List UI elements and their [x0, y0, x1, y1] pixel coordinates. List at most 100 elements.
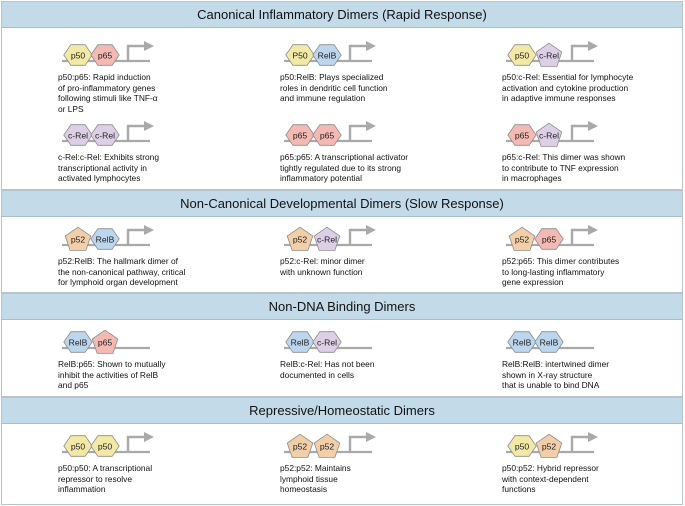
transcription-arrow-icon [126, 228, 146, 245]
subunit-label: p65 [542, 234, 557, 244]
subunit-label: P50 [292, 50, 308, 60]
subunit-label: p50 [71, 50, 86, 60]
subunit-label: RelB [96, 234, 115, 244]
transcription-arrow-icon [348, 44, 368, 61]
section-title: Non-Canonical Developmental Dimers (Slow… [180, 196, 504, 211]
transcription-arrow-icon [348, 124, 368, 141]
description-line: p52:p52: Maintains [280, 463, 351, 473]
subunit-label: p50 [515, 50, 530, 60]
transcription-arrow-icon [570, 44, 590, 61]
section-header: Repressive/Homeostatic Dimers [2, 398, 682, 424]
transcription-arrow-icon [570, 435, 590, 452]
arrowhead-icon [366, 121, 376, 131]
hexagon-subunit-shape [507, 44, 537, 66]
subunit-right: p65 [91, 329, 119, 354]
subunit-left: p52 [286, 433, 314, 458]
subunit-label: c-Rel [317, 234, 337, 244]
subunit-label: p52 [293, 441, 308, 451]
hexagon-subunit-shape [90, 44, 120, 66]
subunit-left: RelB [507, 331, 537, 353]
dimer-card: p50 c-Rel p50:c-Rel: Essential for lymphoc… [502, 40, 685, 115]
subunit-left: p52 [64, 226, 92, 251]
subunit-label: p65 [293, 130, 308, 140]
section-panel: Repressive/Homeostatic Dimers p50 p50 p50:p… [1, 397, 683, 505]
subunit-label: p65 [98, 337, 113, 347]
subunit-label: p50 [98, 441, 113, 451]
subunit-label: RelB [513, 337, 532, 347]
description-line: with unknown function [280, 266, 363, 277]
description-line: lymphoid tissue [280, 473, 338, 484]
description-line: following stimuli like TNF-α [58, 93, 158, 104]
description-line: p50:p52: Hybrid repressor [502, 463, 599, 473]
subunit-left: p50 [507, 435, 537, 457]
hexagon-subunit-shape [312, 331, 342, 353]
subunit-right: RelB [312, 44, 342, 66]
description-line: RelB:p65: Shown to mutually [58, 359, 166, 369]
description-line: the non-canonical pathway, critical [58, 266, 186, 277]
transcription-arrow-icon [570, 124, 590, 141]
subunit-label: p52 [515, 234, 530, 244]
description-line: p50:c-Rel: Essential for lymphocyte [502, 72, 634, 82]
subunit-left: p50 [507, 44, 537, 66]
section-header: Non-DNA Binding Dimers [2, 294, 682, 320]
hexagon-subunit-shape [90, 435, 120, 457]
subunit-right: c-Rel [90, 124, 120, 146]
hexagon-subunit-shape [285, 44, 315, 66]
subunit-right: c-Rel [313, 226, 341, 251]
subunit-left: p52 [286, 226, 314, 251]
subunit-right: c-Rel [535, 122, 563, 147]
hexagon-subunit-shape [507, 124, 537, 146]
transcription-arrow-icon [126, 435, 146, 452]
description-line: p65:p65: A transcriptional activator [280, 152, 409, 162]
description-line: activated lymphocytes [58, 173, 141, 184]
dimer-graphic: p50 c-Rel [506, 41, 598, 67]
hexagon-subunit-shape [63, 435, 93, 457]
description-line: documented in cells [280, 369, 355, 380]
hexagon-subunit-shape [285, 124, 315, 146]
transcription-arrow-icon [348, 228, 368, 245]
section-title: Canonical Inflammatory Dimers (Rapid Res… [197, 7, 487, 22]
subunit-left: p65 [285, 124, 315, 146]
hexagon-subunit-shape [63, 44, 93, 66]
pentagon-subunit-shape [286, 433, 314, 458]
subunit-left: p65 [507, 124, 537, 146]
hexagon-subunit-shape [312, 44, 342, 66]
description-line: with context-dependent [502, 473, 589, 484]
hexagon-subunit-shape [507, 435, 537, 457]
pentagon-subunit-shape [286, 226, 314, 251]
description-line: for lymphoid organ development [58, 277, 178, 288]
subunit-label: p52 [71, 234, 86, 244]
subunit-right: p65 [312, 124, 342, 146]
hexagon-subunit-shape [312, 124, 342, 146]
description-line: or LPS [58, 103, 84, 114]
description-line: p50:RelB: Plays specialized [280, 72, 384, 82]
description-line: p50:p50: A transcriptional [58, 463, 153, 473]
subunit-right: p52 [313, 433, 341, 458]
subunit-label: p52 [320, 441, 335, 451]
subunit-right: c-Rel [535, 42, 563, 67]
